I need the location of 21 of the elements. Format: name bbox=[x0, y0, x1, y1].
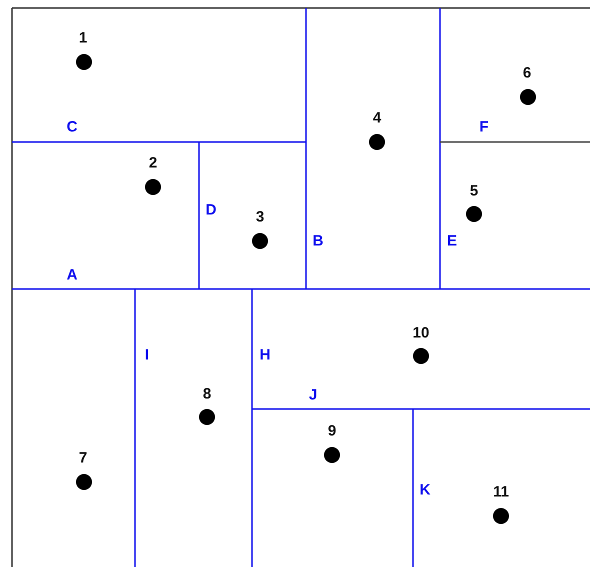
line-label: A bbox=[66, 266, 78, 284]
line-label: K bbox=[420, 482, 430, 498]
point-label: 8 bbox=[202, 386, 212, 402]
point-label: 9 bbox=[328, 422, 336, 440]
point-label: 1 bbox=[78, 30, 88, 46]
point-label: 10 bbox=[412, 324, 430, 342]
point-label: 11 bbox=[493, 484, 509, 500]
line-label: B bbox=[312, 232, 324, 250]
line-label: J bbox=[308, 386, 318, 404]
point-label: 4 bbox=[372, 110, 382, 126]
line-label: I bbox=[144, 346, 150, 364]
line-label: F bbox=[479, 118, 489, 136]
point-label: 3 bbox=[256, 208, 264, 226]
line-label: C bbox=[66, 118, 78, 136]
point-label: 5 bbox=[470, 182, 478, 200]
point-label: 2 bbox=[148, 154, 158, 172]
point-label: 6 bbox=[522, 64, 532, 82]
line-label: E bbox=[447, 232, 457, 250]
point-label: 7 bbox=[78, 450, 88, 466]
line-label: H bbox=[260, 346, 270, 364]
line-label: D bbox=[206, 202, 216, 218]
